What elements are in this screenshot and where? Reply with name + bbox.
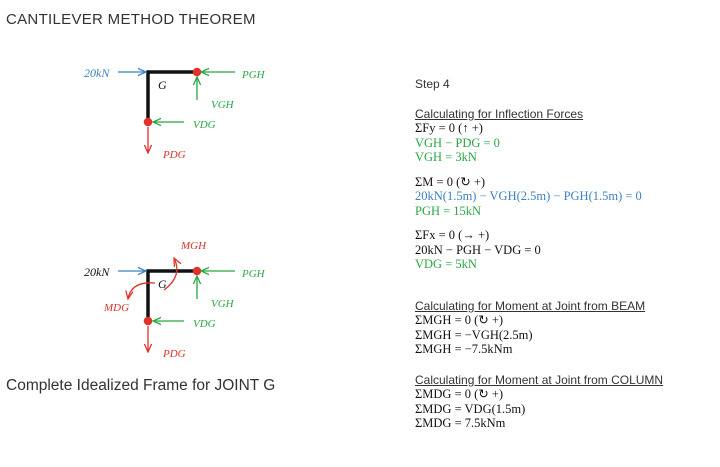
diagram-1: 20kN G PGH VGH VDG PDG xyxy=(84,66,266,161)
hinge-beam xyxy=(192,67,202,77)
column-moment-line-1: ΣMDG = 0 (↻ +) xyxy=(415,387,504,401)
section-heading: Calculating for Moment at Joint from COL… xyxy=(415,373,664,387)
page-title: CANTILEVER METHOD THEOREM xyxy=(6,11,256,28)
step-label: Step 4 xyxy=(415,77,450,91)
sum-fx-line: ΣFx = 0 (→ +) xyxy=(415,228,490,242)
v-dg-label: VDG xyxy=(193,318,216,330)
m-dg-label: MDG xyxy=(103,302,129,314)
load-20kn-label: 20kN xyxy=(84,265,110,279)
hinge-column xyxy=(143,117,153,127)
v-gh-label: VGH xyxy=(211,99,235,111)
frame-members xyxy=(146,269,197,321)
v-dg-label: VDG xyxy=(193,119,216,131)
frame-members xyxy=(146,70,197,122)
sum-fy-line: ΣFy = 0 (↑ +) xyxy=(415,121,483,135)
column-moment-line-2: ΣMDG = VDG(1.5m) xyxy=(415,401,526,416)
section-heading: Calculating for Inflection Forces xyxy=(415,107,584,121)
beam-moment-line-1: ΣMGH = 0 (↻ +) xyxy=(415,313,504,327)
m-gh-label: MGH xyxy=(180,240,207,252)
load-20kn-label: 20kN xyxy=(84,66,110,80)
inflection-forces-section: Calculating for Inflection Forces ΣFy = … xyxy=(415,107,642,272)
beam-moment-line-3: ΣMGH = −7.5kNm xyxy=(415,342,513,356)
v-dg-result: VDG = 5kN xyxy=(415,257,477,271)
hinge-beam xyxy=(192,266,202,276)
p-gh-label: PGH xyxy=(241,69,266,81)
p-gh-label: PGH xyxy=(241,268,266,280)
column-moment-section: Calculating for Moment at Joint from COL… xyxy=(415,373,663,431)
column-moment-line-3: ΣMDG = 7.5kNm xyxy=(415,416,506,430)
diagram-2: 20kN G MGH MDG PGH VGH VDG PDG xyxy=(84,240,266,360)
free-body-diagrams: 20kN G PGH VGH VDG PDG 20kN G MGH MDG PG… xyxy=(84,66,266,360)
joint-g-label: G xyxy=(158,277,167,291)
diagram-caption: Complete Idealized Frame for JOINT G xyxy=(6,377,276,394)
joint-g-label: G xyxy=(158,78,167,92)
sum-m-line: ΣM = 0 (↻ +) xyxy=(415,174,486,189)
moment-dg-arc xyxy=(128,282,156,299)
v-gh-label: VGH xyxy=(211,298,235,310)
p-gh-result: PGH = 15kN xyxy=(415,203,482,218)
section-heading: Calculating for Moment at Joint from BEA… xyxy=(415,299,646,313)
v-gh-result: VGH = 3kN xyxy=(415,150,477,164)
sum-m-equation: 20kN(1.5m) − VGH(2.5m) − PGH(1.5m) = 0 xyxy=(415,189,642,203)
p-dg-label: PDG xyxy=(162,149,186,161)
beam-moment-line-2: ΣMGH = −VGH(2.5m) xyxy=(415,327,533,342)
hinge-column xyxy=(143,316,153,326)
sum-fy-equation: VGH − PDG = 0 xyxy=(415,135,500,150)
sum-fx-equation: 20kN − PGH − VDG = 0 xyxy=(415,242,541,257)
moment-gh-arc xyxy=(163,258,177,291)
p-dg-label: PDG xyxy=(162,348,186,360)
beam-moment-section: Calculating for Moment at Joint from BEA… xyxy=(415,299,645,357)
